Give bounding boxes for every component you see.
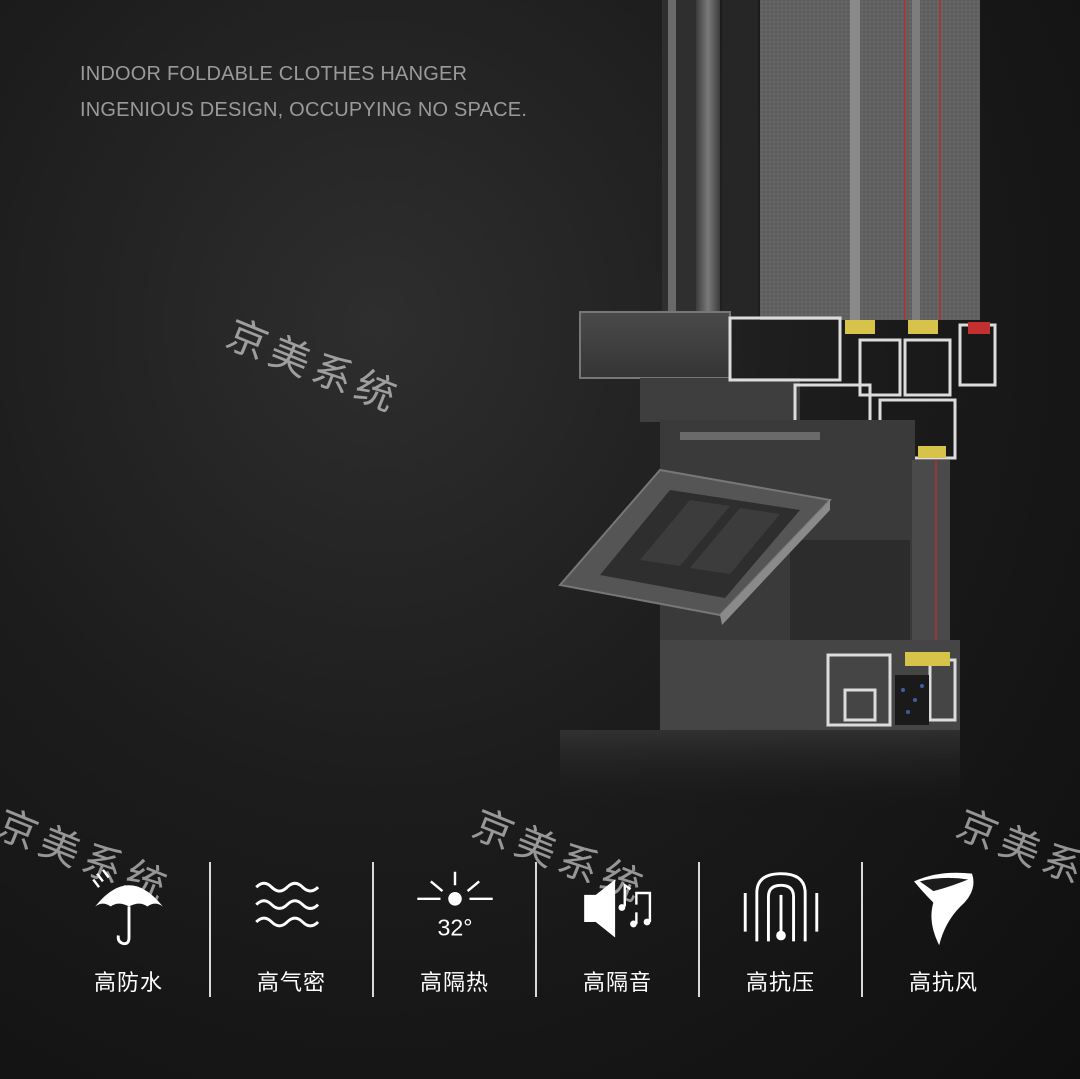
headline-line-1: INDOOR FOLDABLE CLOTHES HANGER [80,63,468,85]
feature-label: 高防水 [93,971,163,996]
pressure-icon [743,872,818,942]
feature-label: 高隔热 [419,971,489,996]
feature-heat-insulation: 32° 高隔热 [372,862,535,997]
feature-label: 高气密 [256,971,326,996]
umbrella-rain-icon [91,869,163,946]
speaker-music-icon [583,879,651,938]
air-waves-icon [254,881,319,928]
headline-line-2: INGENIOUS DESIGN, OCCUPYING NO SPACE. [80,99,528,121]
feature-airtight: 高气密 [209,862,372,997]
feature-pressure-resistance: 高抗压 [698,862,861,997]
wind-icon [913,872,973,946]
feature-sound-insulation: 高隔音 [535,862,698,997]
feature-waterproof: 高防水 [48,862,209,997]
feature-bar: 高防水 高气密 32° 高隔热 [48,862,1060,997]
feature-label: 高隔音 [582,971,652,996]
headline: INDOOR FOLDABLE CLOTHES HANGER INGENIOUS… [80,56,527,128]
feature-label: 高抗压 [745,971,815,996]
feature-wind-resistance: 高抗风 [861,862,1024,997]
feature-label: 高抗风 [908,971,978,996]
sun-temperature-icon: 32° [416,871,493,941]
temperature-value: 32° [437,915,472,941]
